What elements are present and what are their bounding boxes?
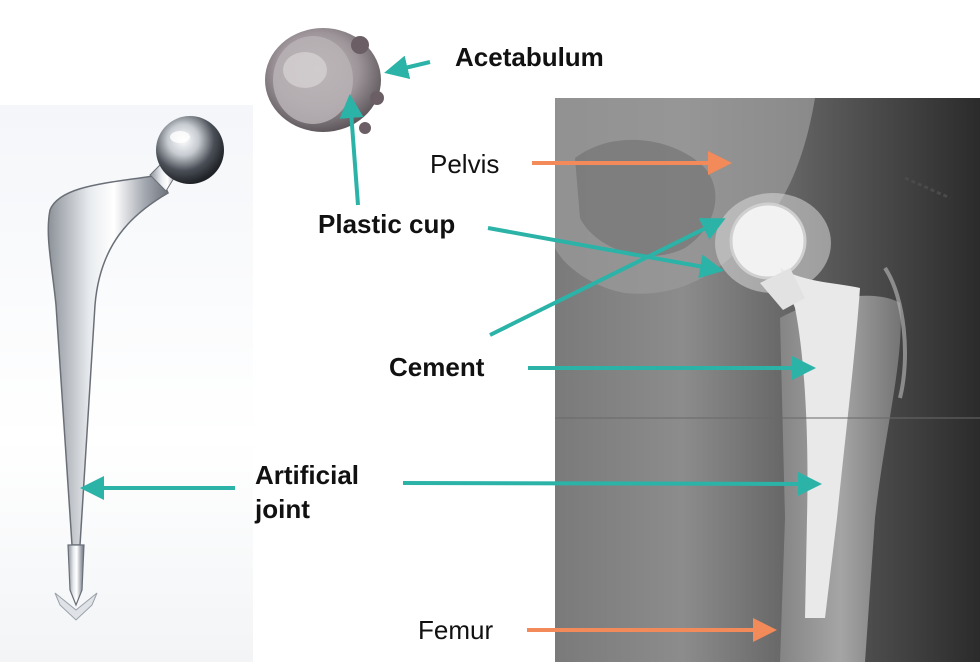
acetabulum-arrow [388,62,430,72]
cement-label: Cement [389,350,484,384]
artificial-joint-label: Artificial joint [255,458,415,526]
femur-label: Femur [418,613,493,647]
artificial-joint-arrow-right [403,483,818,484]
cement-arrow-upper [490,220,722,335]
plastic-cup-label: Plastic cup [318,207,455,241]
acetabulum-label: Acetabulum [455,40,604,74]
plastic-cup-arrow-xray [488,228,720,270]
plastic-cup-arrow-photo [350,98,358,205]
pelvis-label: Pelvis [430,147,499,181]
